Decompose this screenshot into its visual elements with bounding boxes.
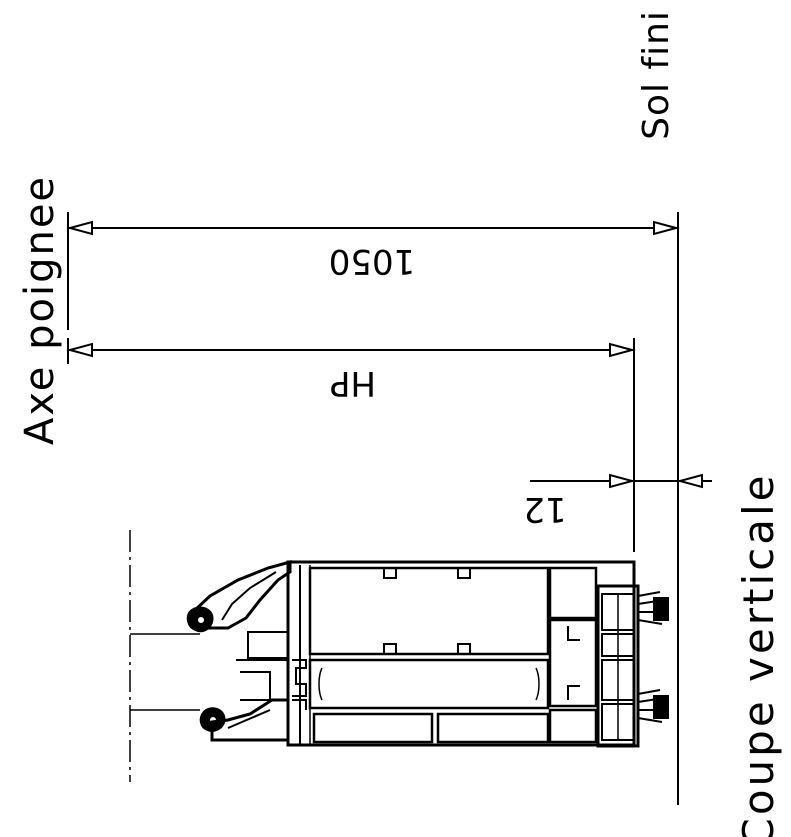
hardware-groove — [236, 631, 307, 710]
arrow-12-right — [676, 473, 703, 489]
label-axe-poignee: Axe poignee — [17, 175, 63, 445]
dimension-12-text: 12 — [523, 489, 566, 529]
label-sol-fini: Sol fini — [636, 10, 677, 140]
gasket-top — [186, 606, 214, 633]
chamber-middle — [308, 658, 550, 710]
arrow-1050-right — [653, 220, 680, 236]
chamber-lower-left — [312, 712, 434, 744]
centre-lines — [129, 530, 200, 782]
gasket-bottom — [199, 707, 226, 732]
dimension-lines — [66, 212, 712, 805]
window-profile-section — [186, 560, 669, 748]
frame-feet — [637, 591, 669, 723]
dimension-1050-text: 1050 — [329, 241, 416, 281]
glazing-bead — [193, 560, 292, 630]
arrow-hp-right — [609, 342, 636, 358]
dimension-hp-text: HP — [330, 363, 376, 403]
frame-profile — [596, 584, 640, 748]
label-coupe-verticale: Coupe verticale — [734, 473, 783, 837]
arrow-1050-left — [66, 220, 93, 236]
arrow-12-left — [609, 473, 636, 489]
arrow-hp-left — [66, 342, 93, 358]
chamber-lower-right — [436, 712, 550, 744]
glazing-bead-bottom — [210, 698, 290, 742]
chamber-upper — [308, 566, 550, 656]
